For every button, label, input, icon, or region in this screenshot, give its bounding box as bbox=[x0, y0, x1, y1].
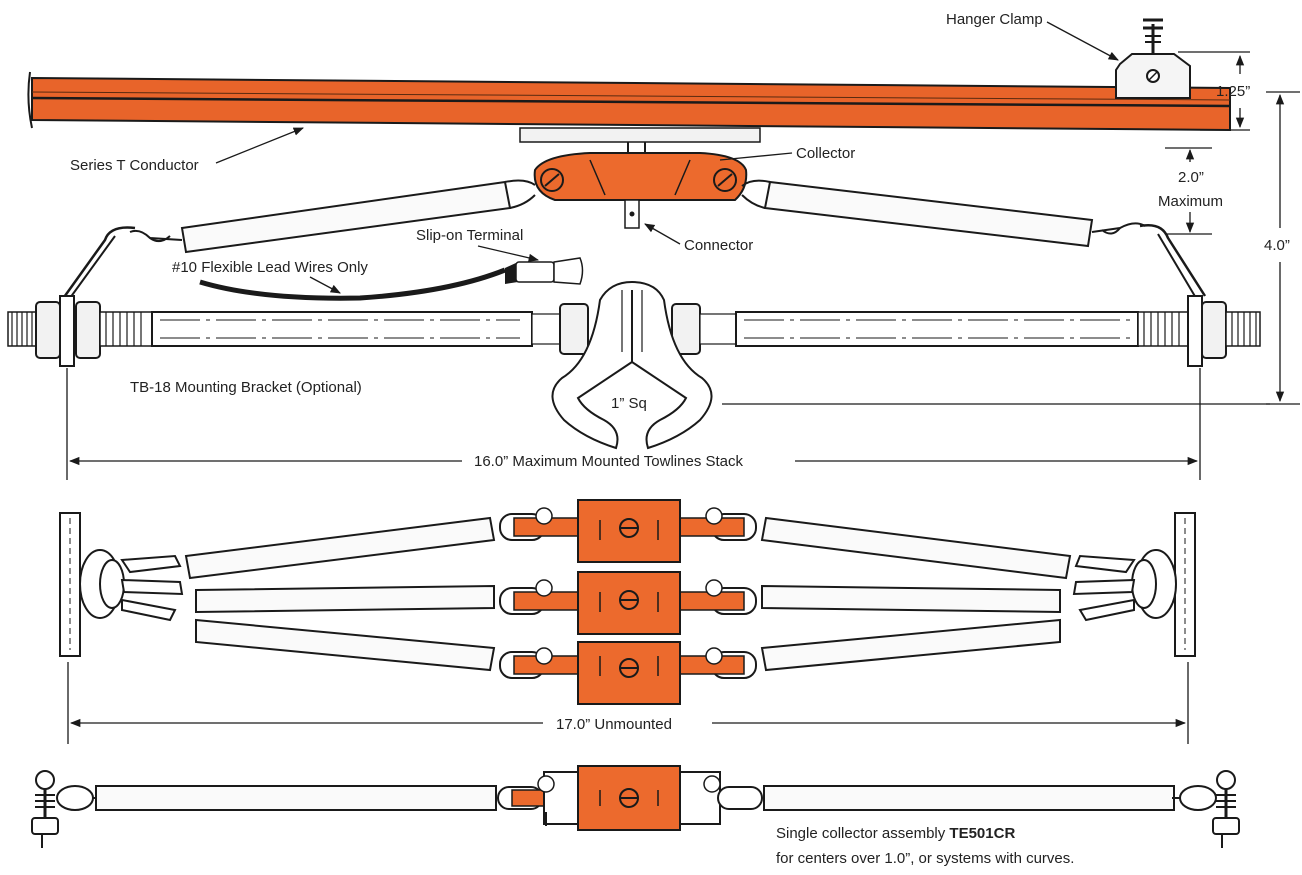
dim-2-0: 2.0” bbox=[1178, 169, 1204, 186]
dim-1-25: 1.25” bbox=[1216, 83, 1250, 100]
mounting-bracket bbox=[7, 295, 1261, 367]
lead-wire bbox=[199, 257, 584, 301]
collector-shoe bbox=[519, 127, 761, 143]
mounting-bracket-label: TB-18 Mounting Bracket (Optional) bbox=[130, 379, 362, 396]
connector-label: Connector bbox=[684, 237, 753, 254]
collector bbox=[533, 152, 748, 201]
dim-maximum: Maximum bbox=[1158, 193, 1223, 210]
dimension-lines-right bbox=[722, 51, 1300, 405]
lead-wires-label: #10 Flexible Lead Wires Only bbox=[172, 259, 368, 276]
stack-collector-2 bbox=[499, 571, 757, 635]
hanger-clamp-label: Hanger Clamp bbox=[946, 11, 1043, 28]
left-tow-arm bbox=[60, 179, 536, 301]
slip-on-terminal-label: Slip-on Terminal bbox=[416, 227, 523, 244]
collector-label: Collector bbox=[796, 145, 855, 162]
single-assembly-note: for centers over 1.0”, or systems with c… bbox=[776, 850, 1074, 867]
single-assembly bbox=[31, 765, 1240, 848]
stack-collector-1 bbox=[499, 499, 757, 563]
single-assembly-part: TE501CR bbox=[949, 825, 1015, 842]
single-assembly-label: Single collector assembly TE501CR bbox=[776, 825, 1015, 842]
hanger-clamp bbox=[1115, 18, 1191, 99]
square-clamp bbox=[551, 280, 713, 450]
dim-16-lines bbox=[66, 368, 1201, 480]
right-tow-arm bbox=[741, 179, 1207, 299]
towline-stack bbox=[59, 512, 1196, 672]
one-inch-sq-label: 1” Sq bbox=[611, 395, 647, 412]
series-t-conductor-label: Series T Conductor bbox=[70, 157, 199, 174]
dim-4-0: 4.0” bbox=[1264, 237, 1290, 254]
dim-17-0: 17.0” Unmounted bbox=[556, 716, 672, 733]
series-t-conductor bbox=[27, 71, 1231, 132]
connector-tab bbox=[624, 199, 640, 229]
dim-17-lines bbox=[67, 662, 1189, 744]
dim-16-0: 16.0” Maximum Mounted Towlines Stack bbox=[474, 453, 744, 470]
single-assembly-prefix: Single collector assembly bbox=[776, 825, 949, 842]
stack-collector-3 bbox=[499, 641, 757, 705]
